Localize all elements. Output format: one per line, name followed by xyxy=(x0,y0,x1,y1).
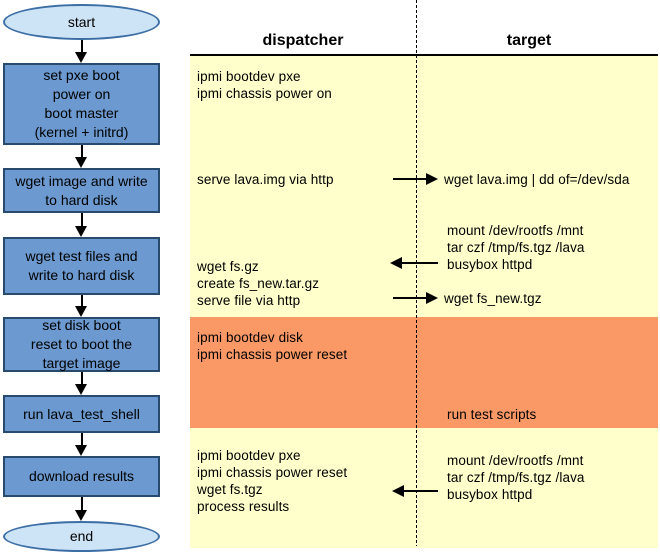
dispatcher-fetch-fs: wget fs.gz create fs_new.tar.gz serve fi… xyxy=(197,259,320,308)
flow-step-wget-image: wget image and write to hard disk xyxy=(3,168,160,213)
flow-step-label: run lava_test_shell xyxy=(23,405,140,422)
flow-step-set-disk-boot: set disk boot reset to boot the target i… xyxy=(3,317,160,372)
flow-step-label: set disk boot reset to boot the target i… xyxy=(30,317,133,371)
flow-arrow-down-icon xyxy=(75,497,88,521)
flow-arrow-down-icon xyxy=(75,295,88,317)
flow-step-label: download results xyxy=(28,468,135,484)
flow-step-set-pxe-boot: set pxe boot power on boot master (kerne… xyxy=(3,63,160,145)
header-rule xyxy=(190,54,658,56)
column-header-target: target xyxy=(506,32,552,49)
flow-step-wget-test-files: wget test files and write to hard disk xyxy=(3,237,160,295)
dispatcher-target-divider-line xyxy=(416,0,417,546)
target-pack-filesystem: mount /dev/rootfs /mnt tar czf /tmp/fs.t… xyxy=(447,223,585,272)
dispatcher-boot-commands: ipmi bootdev pxe ipmi chassis power on xyxy=(197,69,332,101)
flow-arrow-down-icon xyxy=(75,372,88,395)
arrow-right-icon xyxy=(393,173,438,185)
flow-step-download-results: download results xyxy=(3,456,160,497)
flow-end-node: end xyxy=(3,521,160,552)
target-wget-image: wget lava.img | dd of=/dev/sda xyxy=(444,172,630,187)
flow-step-label: wget test files and write to hard disk xyxy=(25,248,138,283)
target-pack-filesystem-2: mount /dev/rootfs /mnt tar czf /tmp/fs.t… xyxy=(447,453,585,502)
flow-step-run-lava-test-shell: run lava_test_shell xyxy=(3,395,160,433)
flow-start-node: start xyxy=(3,4,160,40)
target-run-tests: run test scripts xyxy=(447,407,537,422)
flow-arrow-down-icon xyxy=(75,213,88,237)
column-header-dispatcher: dispatcher xyxy=(262,32,344,49)
flow-step-label: wget image and write to hard disk xyxy=(15,172,148,208)
flow-end-label: end xyxy=(69,528,94,544)
flow-arrow-down-icon xyxy=(75,145,88,168)
flow-step-label: set pxe boot power on boot master (kerne… xyxy=(34,67,129,140)
dispatcher-target-panel-bottom xyxy=(190,428,658,548)
arrow-right-icon xyxy=(393,292,438,304)
test-run-highlight-band xyxy=(190,317,658,428)
dispatcher-target-panel-top xyxy=(190,56,658,317)
flow-arrow-down-icon xyxy=(75,433,88,456)
dispatcher-serve-image: serve lava.img via http xyxy=(197,172,334,187)
flow-start-label: start xyxy=(67,13,96,30)
flow-arrow-down-icon xyxy=(75,40,88,63)
dispatcher-results-commands: ipmi bootdev pxe ipmi chassis power rese… xyxy=(197,448,348,514)
dispatcher-reboot-commands: ipmi bootdev disk ipmi chassis power res… xyxy=(197,330,348,362)
arrow-left-icon xyxy=(392,485,438,497)
target-wget-fs-new: wget fs_new.tgz xyxy=(444,291,542,306)
arrow-left-icon xyxy=(390,257,438,269)
